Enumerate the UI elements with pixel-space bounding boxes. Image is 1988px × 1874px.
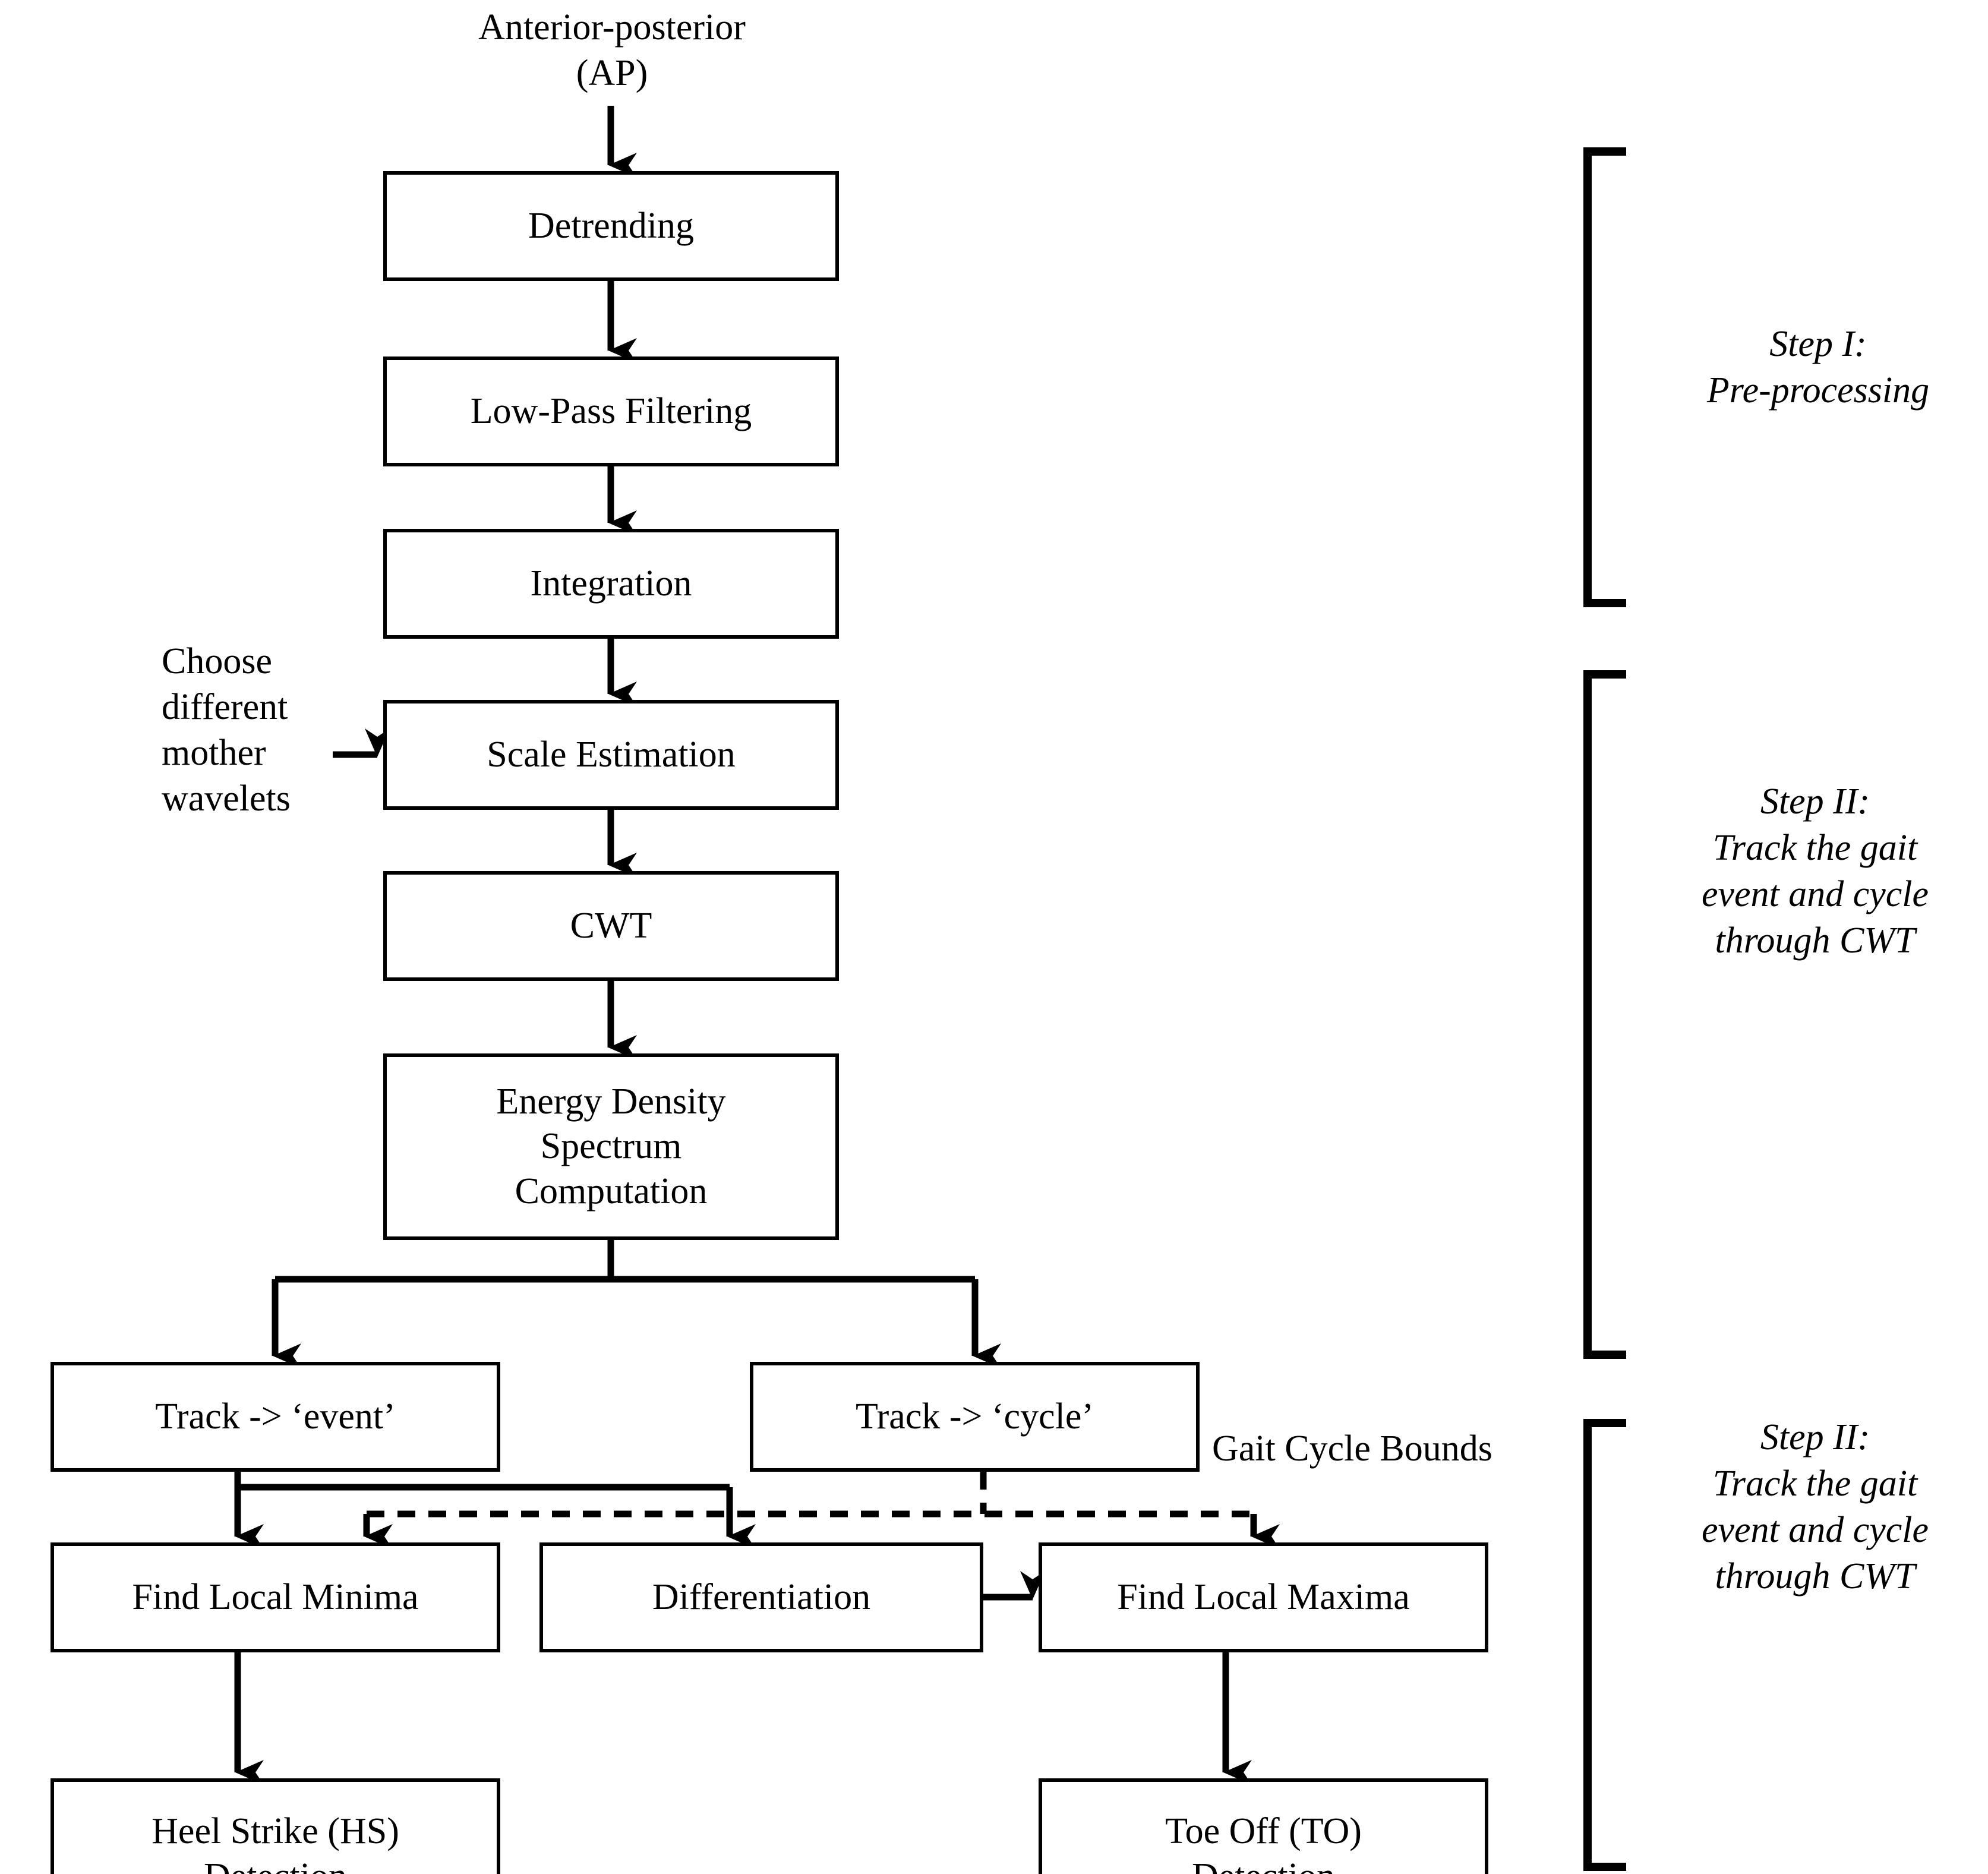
node-toe-off-detection[interactable]: Toe Off (TO) Detection [1039, 1778, 1488, 1874]
node-scale-estimation[interactable]: Scale Estimation [383, 700, 839, 810]
node-cwt[interactable]: CWT [383, 871, 839, 981]
step-label-3: Step II: Track the gait event and cycle … [1701, 1417, 1929, 1597]
gait-cycle-bounds-label: Gait Cycle Bounds [1212, 1428, 1492, 1469]
node-low-pass-filtering[interactable]: Low-Pass Filtering [383, 356, 839, 466]
input-signal-label: Anterior-posterior (AP) [478, 7, 746, 93]
mother-wavelets-note: Choose different mother wavelets [162, 641, 291, 819]
node-track-event[interactable]: Track -> ‘event’ [51, 1362, 500, 1472]
node-heel-strike-detection[interactable]: Heel Strike (HS) Detection [51, 1778, 500, 1874]
bracket-step-3 [1583, 1419, 1626, 1871]
node-find-local-maxima[interactable]: Find Local Maxima [1039, 1542, 1488, 1652]
bracket-step-1 [1583, 147, 1626, 607]
step-label-2: Step II: Track the gait event and cycle … [1701, 781, 1929, 961]
node-detrending[interactable]: Detrending [383, 171, 839, 281]
node-energy-density-spectrum-computation[interactable]: Energy Density Spectrum Computation [383, 1053, 839, 1240]
bracket-step-2 [1583, 670, 1626, 1359]
node-track-cycle[interactable]: Track -> ‘cycle’ [750, 1362, 1200, 1472]
step-label-1: Step I: Pre-processing [1706, 324, 1930, 411]
node-find-local-minima[interactable]: Find Local Minima [51, 1542, 500, 1652]
node-integration[interactable]: Integration [383, 529, 839, 639]
node-differentiation[interactable]: Differentiation [539, 1542, 983, 1652]
